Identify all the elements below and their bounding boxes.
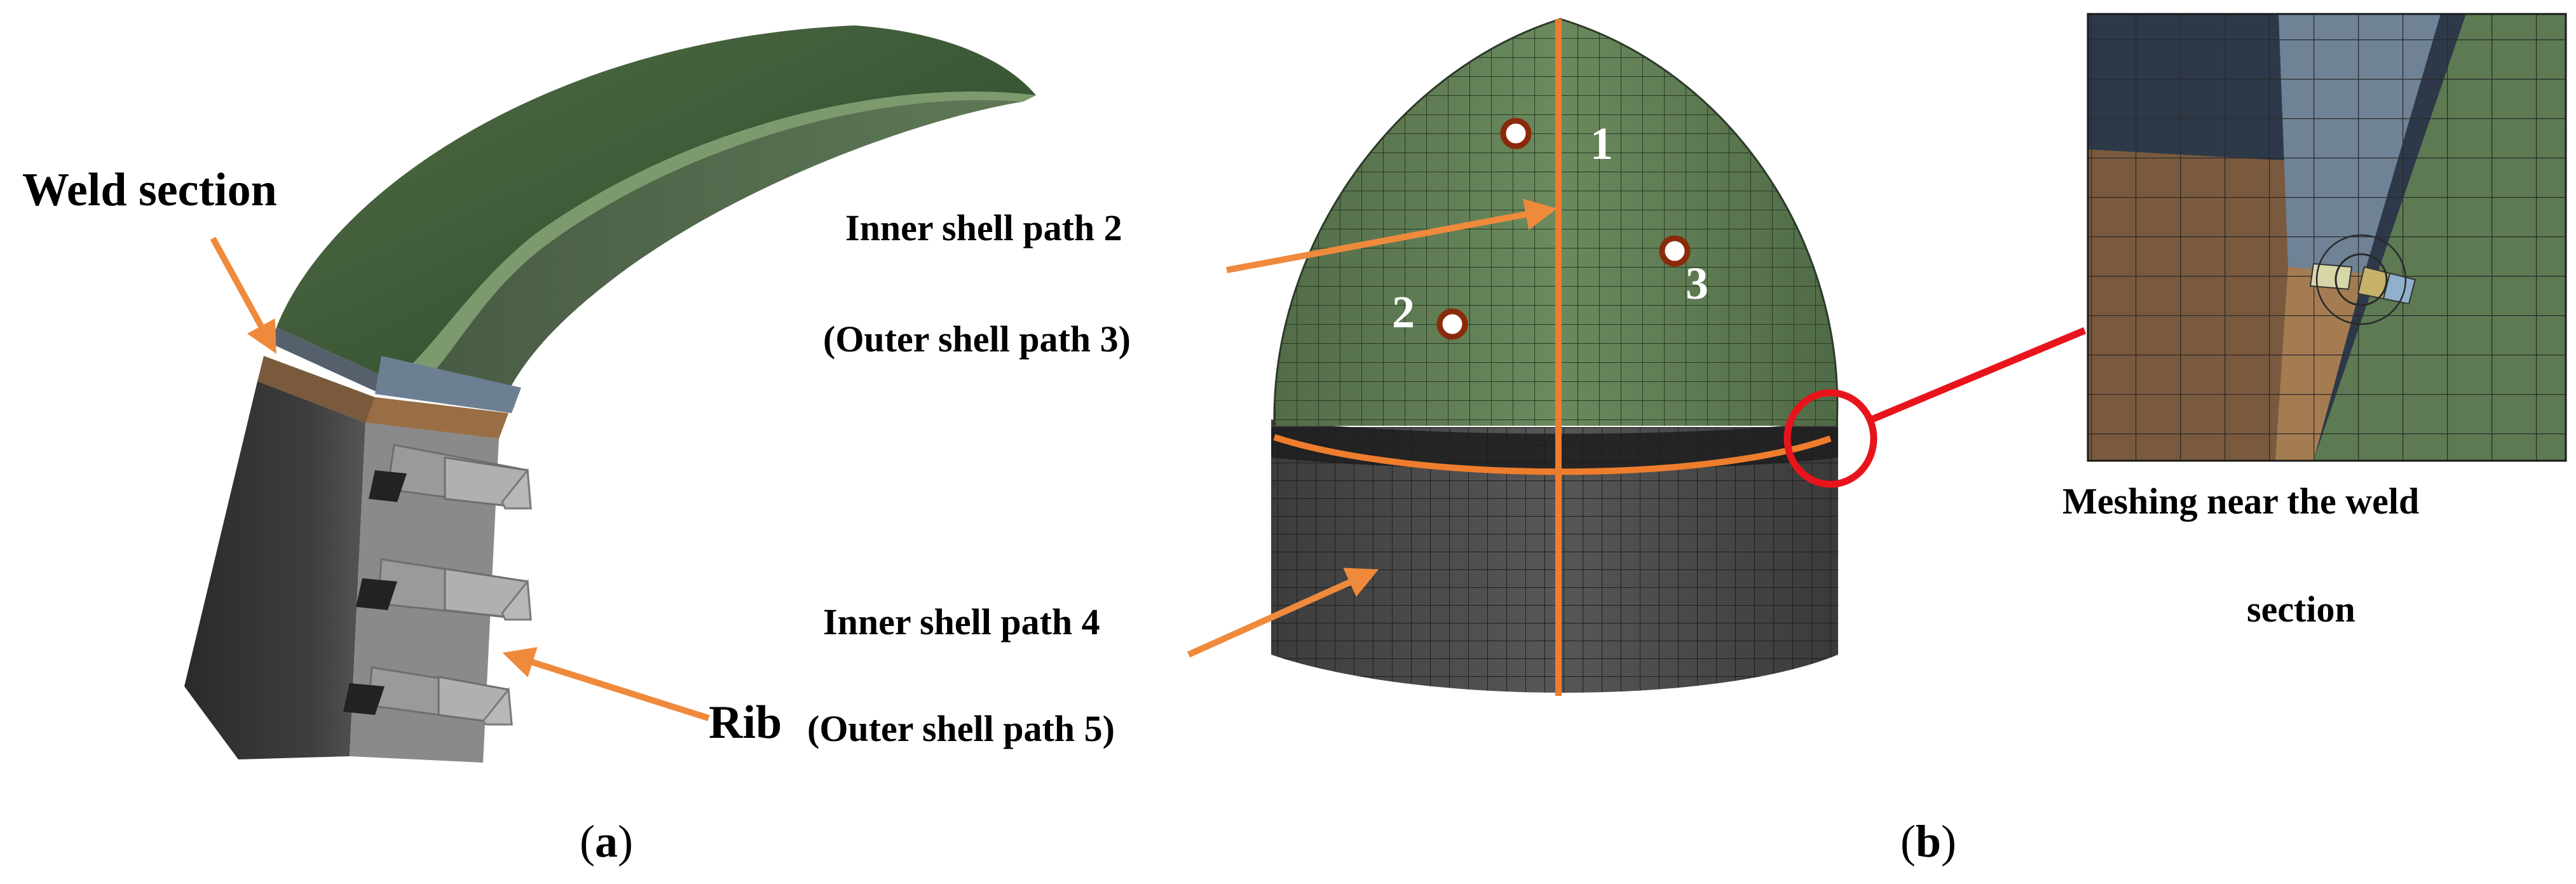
caption-b-close: ): [1941, 816, 1957, 867]
rib-arrow: [502, 647, 710, 721]
weld-band-blue: [375, 356, 521, 413]
point-1-label: 1: [1590, 118, 1613, 169]
caption-b-letter: b: [1915, 816, 1942, 867]
path-4-arrow: [1187, 568, 1379, 658]
dark-block: [184, 381, 365, 759]
weld-path-line: [1273, 434, 1832, 475]
caption-b-open: (: [1900, 816, 1916, 867]
caption-b: (b): [1900, 819, 1956, 864]
caption-a-open: (: [580, 816, 595, 867]
weld-section-label: Weld section: [22, 164, 277, 216]
rib-label: Rib: [709, 697, 782, 749]
measurement-points: [1436, 118, 1691, 340]
caption-a-close: ): [617, 816, 633, 867]
weld-band-brown-light: [365, 397, 508, 439]
weld-section-arrow: [210, 236, 276, 354]
path-3-label: (Outer shell path 3): [823, 318, 1131, 360]
meshed-dome-b: [1271, 18, 1839, 693]
caption-a-letter: a: [594, 816, 618, 867]
inset-label-line2: section: [2247, 588, 2355, 630]
point-3-marker: [1659, 235, 1691, 267]
caption-a: (a): [580, 819, 633, 864]
rib-slots: [343, 470, 407, 715]
path-2-arrow: [1226, 198, 1557, 273]
rib-ends: [481, 468, 532, 726]
path-5-label: (Outer shell path 5): [807, 708, 1115, 749]
shell-model-a: [184, 25, 1036, 763]
weld-mesh-band: [1271, 419, 1838, 470]
path-4-label: Inner shell path 4: [823, 601, 1100, 643]
point-1-marker: [1500, 118, 1532, 149]
point-3-label: 3: [1686, 258, 1708, 309]
inset-frame: [2087, 13, 2567, 462]
green-shell-outer: [276, 25, 1036, 381]
weld-callout-circle: [1783, 389, 1877, 488]
inset-label-line1: Meshing near the weld: [2062, 480, 2420, 522]
green-shell-rim: [394, 92, 1036, 388]
point-2-marker: [1436, 308, 1468, 340]
path-2-label: Inner shell path 2: [845, 207, 1122, 248]
weld-callout-line: [1870, 327, 2087, 423]
green-shell-inner: [419, 100, 1023, 391]
weld-mesh-inset: [2088, 14, 2566, 461]
point-2-label: 2: [1392, 287, 1415, 337]
